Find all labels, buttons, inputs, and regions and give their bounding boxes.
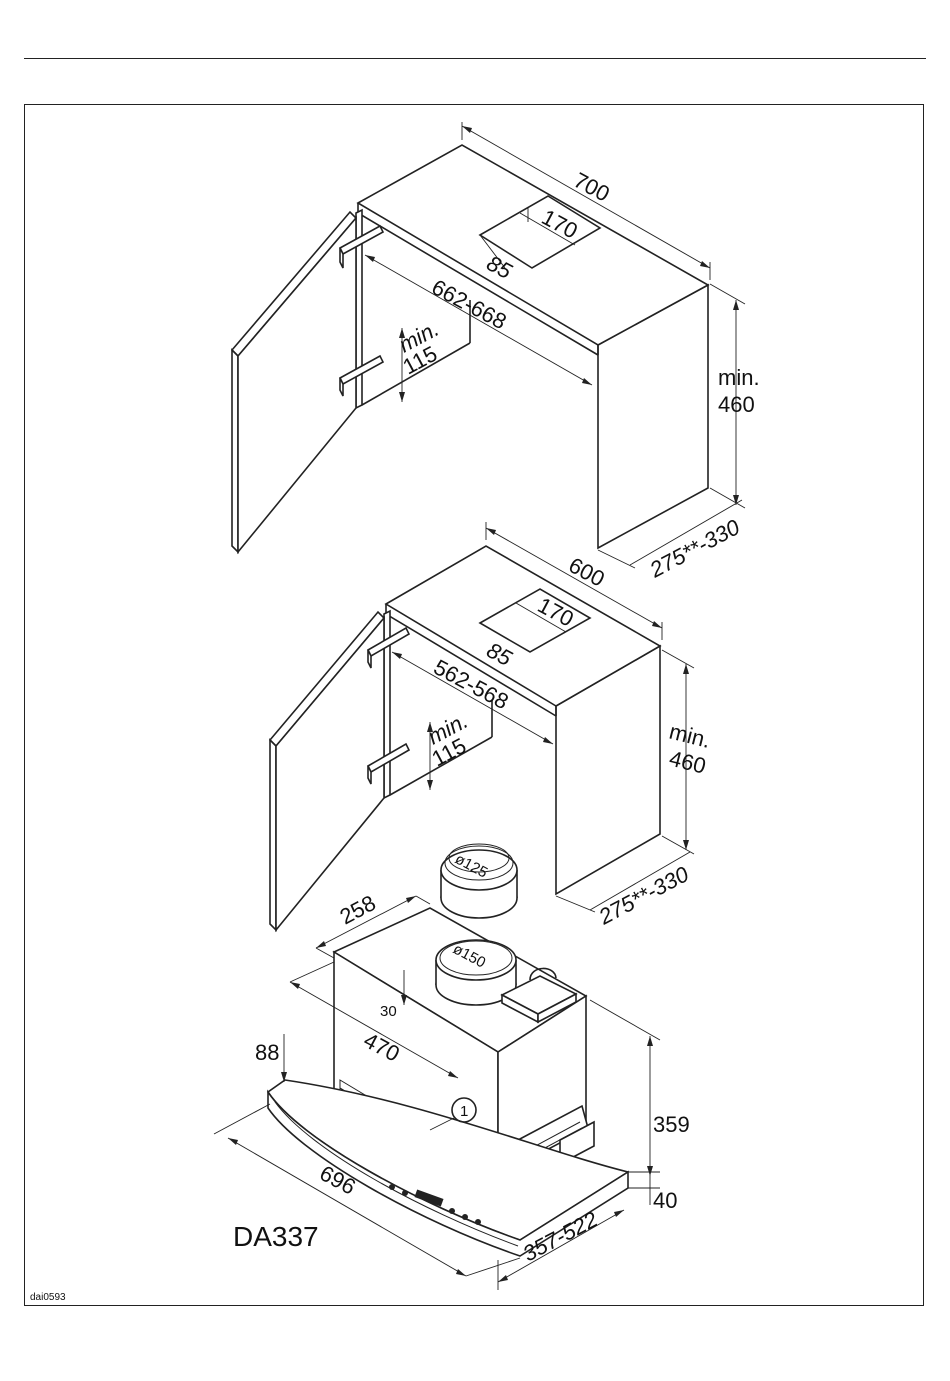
hood-canopy-height-label: 40 [653,1188,677,1213]
adapter-125: ø125 [441,844,517,918]
hood-offset-label: 30 [380,1003,397,1020]
lower-width-label: 600 [565,552,609,591]
upper-cabinet: 700 170 85 662-668 min. 115 min. 460 275… [232,122,760,583]
upper-cabinet-door [238,218,356,552]
lower-depth-label: 275**-330 [594,861,694,930]
callout-1-label: 1 [460,1103,468,1120]
model-label: DA337 [233,1221,319,1252]
upper-height-min-label: min. [718,365,760,390]
upper-width-label: 700 [570,167,614,206]
drawing-code: dai0593 [30,1292,66,1303]
hood-front-height-label: 88 [255,1040,279,1065]
upper-depth-label: 275**-330 [645,514,745,583]
upper-height-value-label: 460 [718,392,755,417]
hood-top-depth-label: 258 [336,890,380,929]
hood-body-height-label: 359 [653,1112,690,1137]
